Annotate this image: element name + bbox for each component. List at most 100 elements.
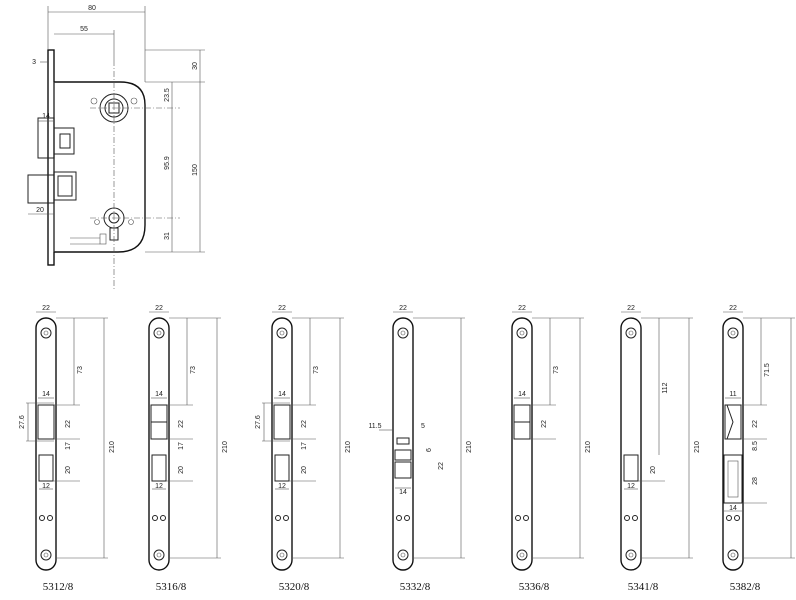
dim-spindle-offset: 23.5 [164, 88, 171, 102]
dim-faceplate-thickness: 3 [32, 59, 36, 66]
strike-plates: 2221073221427.61720125312/82221073221417… [19, 305, 795, 593]
dim-opening: 27.6 [19, 415, 26, 429]
screw-hole-center [400, 330, 406, 336]
dim-width: 22 [278, 305, 286, 312]
screw-hole [625, 327, 637, 339]
plate-outline [271, 317, 293, 571]
plate-outline [148, 317, 170, 571]
plate-outline [722, 317, 744, 571]
latch-opening [273, 404, 291, 440]
bolt-opening [623, 454, 639, 482]
dim-latch-width: 14 [399, 489, 407, 496]
dim-latch-height: 22 [301, 420, 308, 428]
feature-slot [396, 437, 410, 445]
dim-bolt-projection: 20 [36, 207, 44, 214]
dim-latch-width: 14 [155, 391, 163, 398]
dim-bolt-width: 14 [729, 505, 737, 512]
screw-hole [727, 549, 739, 561]
model-label: 5341/8 [628, 581, 659, 593]
model-label: 5320/8 [279, 581, 310, 593]
screw-hole-center [156, 552, 162, 558]
dim-height: 210 [466, 441, 473, 453]
dim-latch-projection: 14 [42, 113, 50, 120]
dim-upper: 73 [77, 366, 84, 374]
screw-hole [516, 327, 528, 339]
dim-width: 22 [518, 305, 526, 312]
dim-width: 22 [399, 305, 407, 312]
model-label: 5316/8 [156, 581, 187, 593]
screw-hole-center [628, 552, 634, 558]
screw-hole [40, 549, 52, 561]
plate-outline [620, 317, 642, 571]
dim-width: 22 [627, 305, 635, 312]
dim-bottom-offset: 31 [164, 232, 171, 240]
screw-hole [276, 549, 288, 561]
dim-offset: 11.5 [368, 423, 381, 430]
dim-upper: 73 [190, 366, 197, 374]
lock-case [54, 81, 146, 253]
small-hole [47, 515, 53, 521]
small-hole [726, 515, 732, 521]
screw-hole-center [43, 330, 49, 336]
bolt-opening [274, 454, 290, 482]
small-hole [624, 515, 630, 521]
dim-latch-height: 22 [541, 420, 548, 428]
dim-latch-height: 22 [752, 420, 759, 428]
dim-gap: 8.5 [752, 441, 759, 451]
dim-bolt-width: 12 [627, 483, 635, 490]
screw-hole-center [628, 330, 634, 336]
dim-gap: 17 [301, 442, 308, 450]
screw-hole [153, 549, 165, 561]
small-hole [404, 515, 410, 521]
dead-bolt [27, 174, 55, 204]
dim-bolt-width: 12 [278, 483, 286, 490]
screw-hole [516, 549, 528, 561]
dim-d1: 5 [421, 423, 425, 430]
small-hole [632, 515, 638, 521]
dim-bolt-height: 20 [650, 466, 657, 474]
latch-opening [37, 404, 55, 440]
dim-width: 22 [155, 305, 163, 312]
dim-gap: 17 [65, 442, 72, 450]
dim-center-distance: 95.9 [164, 156, 171, 170]
screw-hole-center [519, 330, 525, 336]
dim-top-offset: 30 [192, 62, 199, 70]
dim-bolt-height: 20 [301, 466, 308, 474]
dim-bolt-height: 20 [178, 466, 185, 474]
bolt-opening [723, 454, 743, 504]
screw-hole-center [156, 330, 162, 336]
screw-hole-center [730, 330, 736, 336]
bolt-inner [727, 460, 739, 498]
screw-hole-center [279, 552, 285, 558]
dim-height: 210 [694, 441, 701, 453]
dim-bolt-width: 12 [42, 483, 50, 490]
dim-height: 210 [109, 441, 116, 453]
bolt-opening [38, 454, 54, 482]
model-label: 5382/8 [730, 581, 761, 593]
plate-outline [392, 317, 414, 571]
small-hole [152, 515, 158, 521]
screw-hole-center [279, 330, 285, 336]
latch-opening [724, 404, 742, 440]
dim-bolt-height: 20 [65, 466, 72, 474]
plate-outline [35, 317, 57, 571]
small-hole [283, 515, 289, 521]
small-hole [160, 515, 166, 521]
plate-outline [511, 317, 533, 571]
screw-hole [153, 327, 165, 339]
dim-d3: 22 [438, 462, 445, 470]
model-label: 5336/8 [519, 581, 550, 593]
bolt-opening [151, 454, 167, 482]
dim-opening: 27.6 [255, 415, 262, 429]
dim-latch-width: 14 [518, 391, 526, 398]
screw-hole [40, 327, 52, 339]
dim-width-total: 80 [88, 5, 96, 12]
screw-hole [397, 549, 409, 561]
latch-wedge [726, 404, 734, 440]
